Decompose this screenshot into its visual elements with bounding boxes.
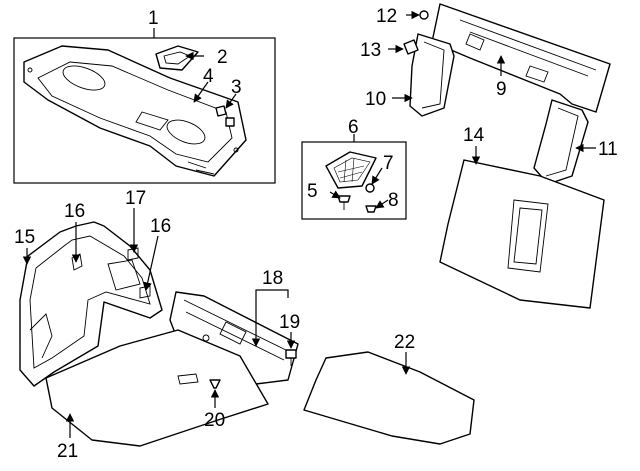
trim-clip-13-shape [403,39,419,55]
callout-13: 13 [360,40,381,61]
tray-cover-shape [155,45,199,71]
rear-panel-trim-shape [169,291,299,385]
callout-21: 21 [57,441,78,462]
callout-8: 8 [388,190,399,211]
leader-5 [329,190,341,199]
lamp-shape [325,151,377,189]
callout-18: 18 [262,268,283,289]
mat-clip-20-shape [209,379,221,389]
trim-clip-12-shape [419,10,429,20]
callout-6: 6 [348,117,359,138]
panel-clip-19-shape [285,349,297,366]
callout-14: 14 [463,125,485,146]
callout-16b: 16 [150,216,171,237]
callout-16a: 16 [64,201,85,222]
callout-2: 2 [217,47,228,68]
package-tray-group-box [13,37,276,184]
callout-17: 17 [125,188,146,209]
callout-15: 15 [14,227,35,248]
leader-8 [375,199,389,209]
side-trim-right-shape [533,99,589,185]
leader-16b [143,235,159,291]
trunk-floor-mat-shape [45,329,269,447]
callout-22: 22 [394,332,415,353]
leader-7 [371,167,383,185]
tray-clips-shape [215,105,235,127]
callout-10: 10 [365,89,386,110]
callout-4: 4 [203,66,214,87]
callout-19: 19 [279,312,300,333]
callout-11: 11 [598,139,618,160]
back-panel-trim-shape [431,3,611,113]
spare-cover-mat-shape [303,351,475,445]
leader-18-bracket [255,289,289,298]
trunk-lid-panel-shape [439,159,605,309]
callout-12: 12 [376,6,397,27]
callout-3: 3 [231,77,242,98]
callout-20: 20 [204,410,225,431]
callout-5: 5 [307,181,318,202]
lamp-screw-shape [337,195,351,210]
callout-7: 7 [383,153,394,174]
callout-9: 9 [496,79,507,100]
lamp-clip-shape [365,183,377,213]
side-trim-left-shape [409,33,455,117]
leader-3 [225,93,237,109]
leader-4 [193,81,209,103]
callout-1: 1 [148,8,159,29]
package-tray-shape [23,45,247,177]
